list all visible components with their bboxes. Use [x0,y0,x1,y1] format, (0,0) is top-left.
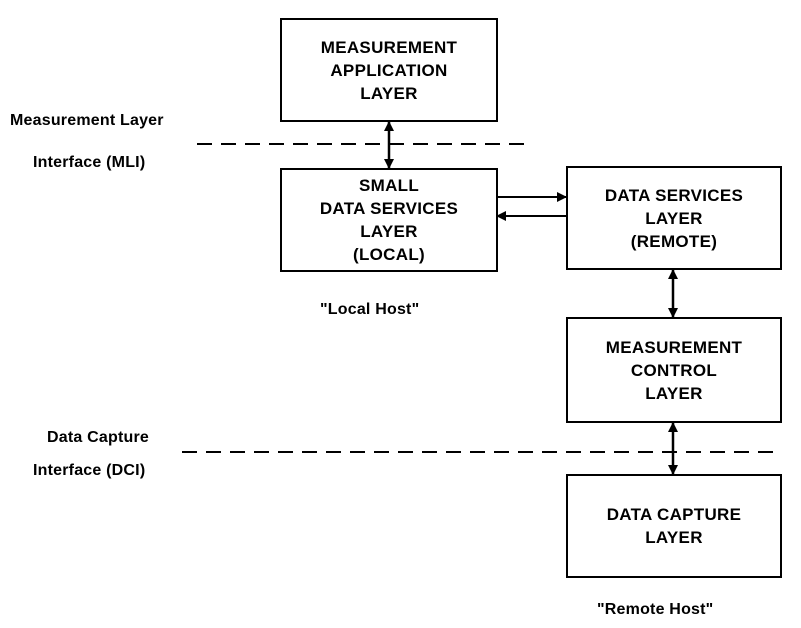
small-data-services-layer-label: SMALL DATA SERVICES LAYER (LOCAL) [319,176,459,264]
data-capture-layer-label: DATA CAPTURE LAYER [606,505,742,547]
dci-label-line1: Data Capture [47,429,149,446]
mli-label-line2: Interface (MLI) [33,154,146,171]
measurement-control-layer-label: MEASUREMENT CONTROL LAYER [605,337,743,403]
data-services-remote-layer-box: DATA SERVICES LAYER (REMOTE) [566,166,782,270]
measurement-application-layer-box: MEASUREMENT APPLICATION LAYER [280,18,498,122]
small-data-services-layer-box: SMALL DATA SERVICES LAYER (LOCAL) [280,168,498,272]
mli-label-line1: Measurement Layer [10,112,164,129]
measurement-control-layer-box: MEASUREMENT CONTROL LAYER [566,317,782,423]
data-capture-layer-box: DATA CAPTURE LAYER [566,474,782,578]
data-services-remote-layer-label: DATA SERVICES LAYER (REMOTE) [604,185,744,251]
measurement-application-layer-label: MEASUREMENT APPLICATION LAYER [320,37,458,103]
dci-label-line2: Interface (DCI) [33,462,146,479]
remote-host-label: "Remote Host" [597,601,714,618]
local-host-label: "Local Host" [320,301,420,318]
